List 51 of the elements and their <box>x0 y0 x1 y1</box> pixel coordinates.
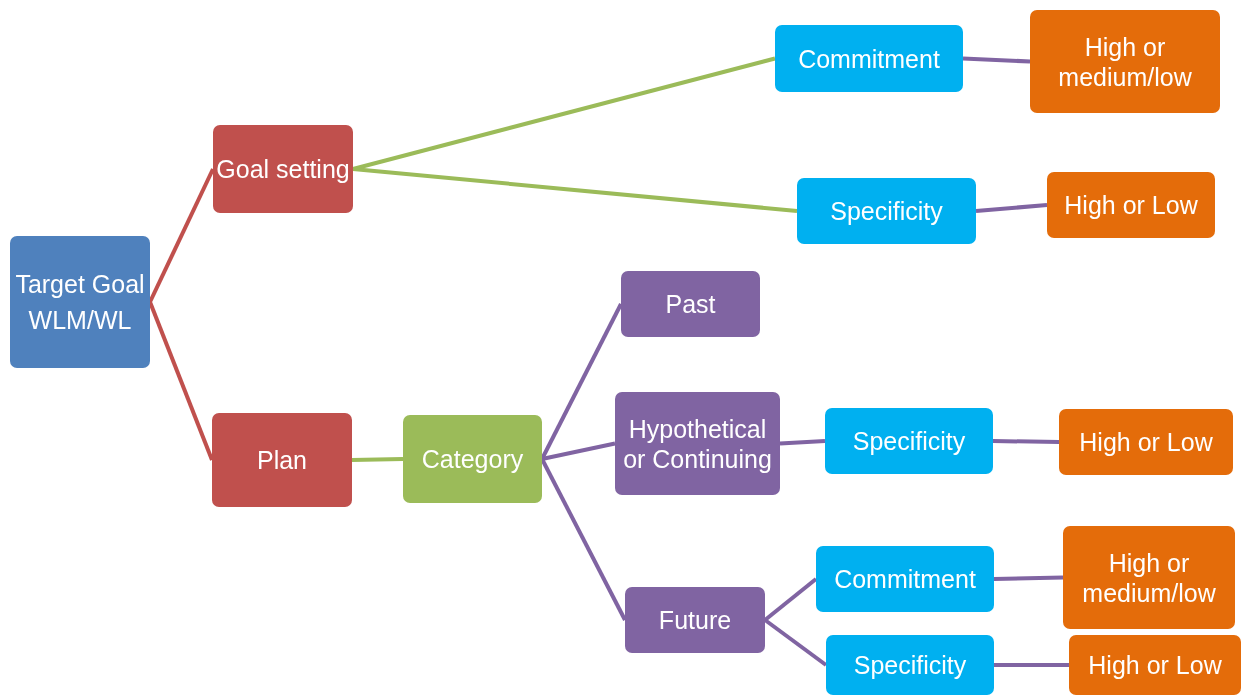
box-label: Commitment <box>834 564 976 594</box>
rounded-box <box>1030 10 1220 113</box>
rounded-box <box>825 408 993 474</box>
connector-line <box>352 167 798 213</box>
connector-line <box>540 303 623 460</box>
connector-line <box>540 458 627 621</box>
connector-line <box>993 575 1064 581</box>
box-label: High or Low <box>1088 650 1222 680</box>
rounded-box <box>615 392 780 495</box>
box-label: Category <box>421 444 524 474</box>
box-label: Goal setting <box>216 154 350 184</box>
box-label: Specificity <box>853 650 967 680</box>
connector-line <box>994 663 1069 667</box>
box-label: High or Low <box>1064 190 1198 220</box>
box-label: High or medium/low <box>1081 547 1217 608</box>
rounded-box <box>1047 172 1215 238</box>
rounded-box <box>775 25 963 92</box>
rounded-box <box>1069 635 1241 695</box>
rounded-box <box>797 178 976 244</box>
box-label: Commitment <box>798 43 940 74</box>
connector-line <box>148 168 215 303</box>
box-label: High or Low <box>1079 427 1213 457</box>
box-label: High or medium/low <box>1057 31 1193 92</box>
connector-line <box>962 56 1031 64</box>
box-label: Target Goal <box>15 269 145 299</box>
rounded-box <box>625 587 765 653</box>
rounded-box <box>826 635 994 695</box>
connector-line <box>351 457 404 462</box>
rounded-box <box>1059 409 1233 475</box>
connector-line <box>541 441 616 461</box>
rounded-box <box>816 546 994 612</box>
box-label: Plan <box>256 445 307 475</box>
box-label: Specificity <box>830 196 943 226</box>
rounded-box <box>212 413 352 507</box>
box-label: Hypothetical or Continuing <box>622 413 773 474</box>
connector-line <box>779 439 826 446</box>
rounded-box <box>621 271 760 337</box>
rounded-box <box>10 236 150 368</box>
connector-line <box>975 203 1048 213</box>
connector-line <box>763 577 818 622</box>
rounded-box <box>1063 526 1235 629</box>
box-label: Specificity <box>852 426 966 456</box>
connector-line <box>763 618 828 667</box>
connector-line <box>352 56 776 171</box>
box-label: Future <box>658 605 732 635</box>
rounded-box <box>403 415 542 503</box>
box-label: Past <box>665 289 716 319</box>
connector-line <box>992 439 1060 444</box>
rounded-box <box>213 125 353 213</box>
connector-line <box>148 301 214 461</box>
box-label: WLM/WL <box>28 305 132 335</box>
